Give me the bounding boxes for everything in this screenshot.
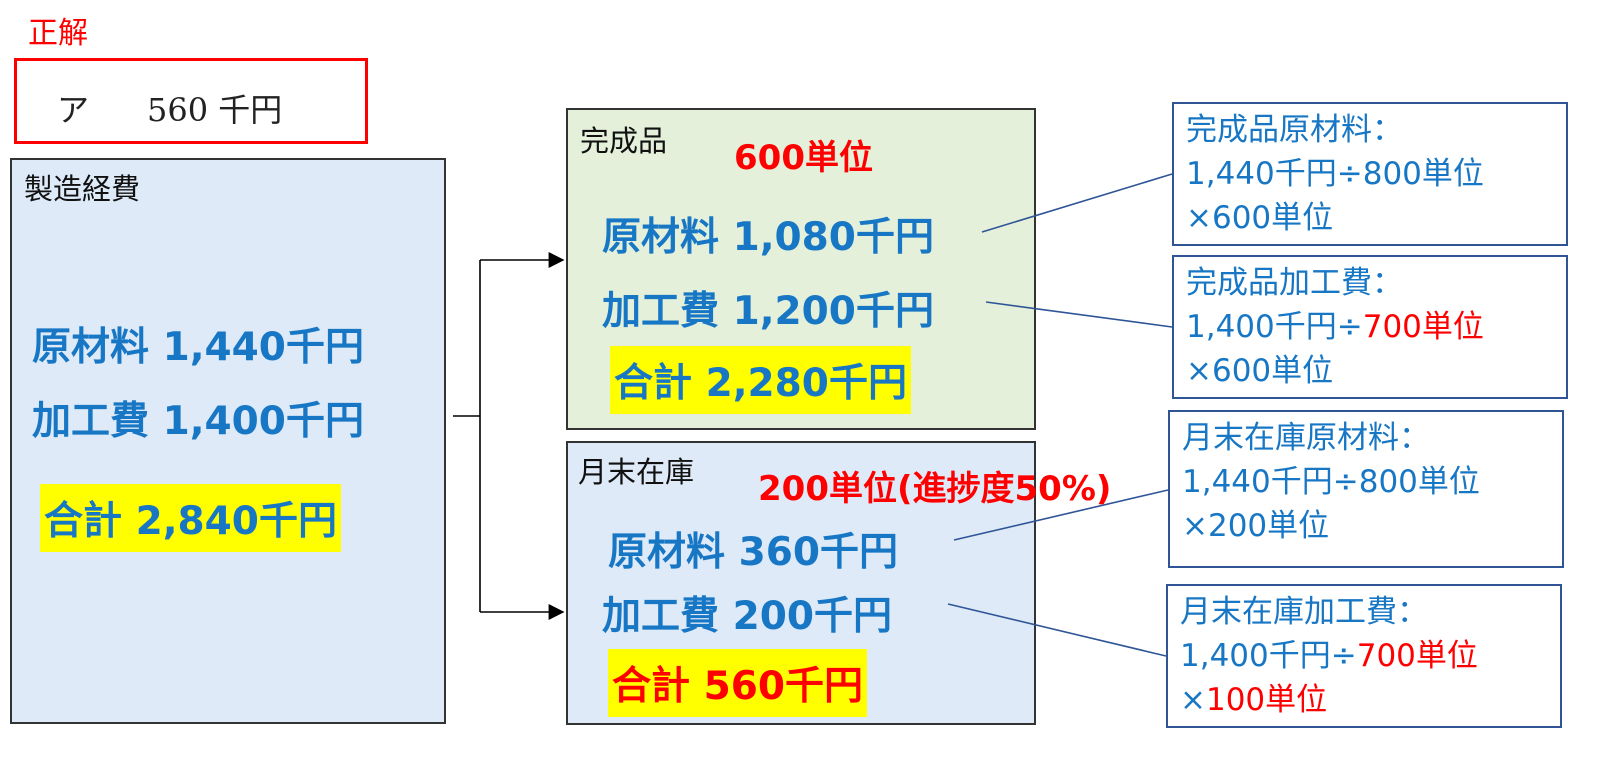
note-title: 月末在庫加工費： <box>1180 594 1428 630</box>
leader-finished-material <box>981 173 1173 233</box>
leader-stock-material <box>953 489 1169 541</box>
note-calc: 1,400千円÷ <box>1180 638 1357 674</box>
answer-value: 560 千円 <box>147 91 283 129</box>
answer-box: ア 560 千円 <box>14 58 368 144</box>
note-title: 完成品原材料： <box>1186 112 1403 148</box>
note-divisor: 700単位 <box>1356 638 1478 674</box>
note-calc: 1,400千円÷ <box>1186 309 1363 345</box>
finished-goods-units: 600単位 <box>734 138 873 178</box>
month-end-stock-box: 月末在庫 200単位(進捗度50%) 原材料 360千円 加工費 200千円 合… <box>566 441 1111 725</box>
finished-goods-title: 完成品 <box>580 124 668 158</box>
manufacturing-cost-box: 製造経費 原材料 1,440千円 加工費 1,400千円 合計 2,840千円 <box>10 158 446 724</box>
leader-stock-processing <box>947 603 1167 657</box>
note-finished-material: 完成品原材料： 1,440千円÷800単位 ×600単位 <box>1172 102 1568 246</box>
manufacturing-total: 合計 2,840千円 <box>40 484 341 552</box>
month-end-stock-processing: 加工費 200千円 <box>602 594 892 639</box>
note-title: 完成品加工費： <box>1186 265 1403 301</box>
leader-finished-processing <box>985 301 1173 328</box>
note-multiplier: 600単位 <box>1211 200 1334 236</box>
note-calc: 1,440千円÷ <box>1182 464 1359 500</box>
note-title: 月末在庫原材料： <box>1182 420 1430 456</box>
note-times: × <box>1186 200 1212 236</box>
note-times: × <box>1180 682 1206 718</box>
month-end-stock-units: 200単位(進捗度50%) <box>758 469 1112 509</box>
month-end-stock-material: 原材料 360千円 <box>608 530 898 575</box>
note-multiplier: 200単位 <box>1207 508 1330 544</box>
finished-goods-processing: 加工費 1,200千円 <box>602 289 934 334</box>
manufacturing-cost-title: 製造経費 <box>24 172 141 206</box>
note-finished-processing: 完成品加工費： 1,400千円÷700単位 ×600単位 <box>1172 255 1568 399</box>
answer-label: 正解 <box>28 16 88 51</box>
note-times: × <box>1182 508 1208 544</box>
note-stock-material: 月末在庫原材料： 1,440千円÷800単位 ×200単位 <box>1168 410 1564 568</box>
note-multiplier: 100単位 <box>1205 682 1328 718</box>
finished-goods-material: 原材料 1,080千円 <box>602 215 934 260</box>
month-end-stock-title: 月末在庫 <box>578 455 695 489</box>
finished-goods-box: 完成品 600単位 原材料 1,080千円 加工費 1,200千円 合計 2,2… <box>566 108 1036 430</box>
note-calc: 1,440千円÷ <box>1186 156 1363 192</box>
note-divisor: 800単位 <box>1362 156 1484 192</box>
manufacturing-processing: 加工費 1,400千円 <box>32 399 364 444</box>
manufacturing-material: 原材料 1,440千円 <box>32 325 364 370</box>
note-times: × <box>1186 353 1212 389</box>
note-stock-processing: 月末在庫加工費： 1,400千円÷700単位 ×100単位 <box>1166 584 1562 728</box>
bracket-line <box>453 260 481 612</box>
note-divisor: 800単位 <box>1358 464 1480 500</box>
finished-goods-total: 合計 2,280千円 <box>610 346 911 414</box>
answer-choice: ア <box>57 91 90 129</box>
note-multiplier: 600単位 <box>1211 353 1334 389</box>
note-divisor: 700単位 <box>1362 309 1484 345</box>
answer-text: ア 560 千円 <box>57 85 282 131</box>
month-end-stock-total: 合計 560千円 <box>608 649 867 717</box>
